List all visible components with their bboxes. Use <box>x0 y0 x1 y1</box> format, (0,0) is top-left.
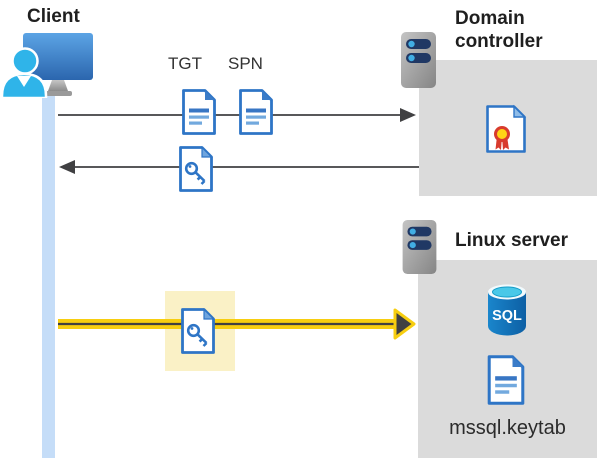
person-icon <box>2 47 48 98</box>
response-arrow-left <box>59 160 419 174</box>
key-glyph <box>184 161 206 185</box>
client-lifeline <box>42 92 55 458</box>
client-user-computer-icon <box>2 33 93 98</box>
kerberos-auth-arrow <box>58 308 416 340</box>
request-arrow-right <box>58 108 416 122</box>
monitor-base <box>46 91 72 96</box>
linux-server-label: Linux server <box>455 230 568 251</box>
keytab-filename-label: mssql.keytab <box>449 417 566 439</box>
arrowhead-left <box>59 160 75 174</box>
monitor-icon <box>23 33 93 80</box>
certificate-icon <box>486 104 527 153</box>
tgt-document-icon <box>182 89 216 135</box>
domain-controller-label: Domain controller <box>455 8 543 52</box>
spn-document-icon <box>239 89 273 135</box>
linux-server-icon <box>402 219 437 275</box>
arrowhead-right <box>400 108 416 122</box>
keytab-document-icon <box>487 355 525 405</box>
key-glyph <box>186 323 208 347</box>
domain-controller-server-icon <box>401 32 436 88</box>
spn-label: SPN <box>228 54 263 73</box>
key-ticket-document-icon <box>179 146 213 192</box>
sql-database-icon: SQL <box>488 284 526 336</box>
client-label: Client <box>27 6 80 27</box>
monitor-stand <box>48 80 68 91</box>
tgt-label: TGT <box>168 54 202 73</box>
kerberos-key-document-icon <box>181 308 215 354</box>
arrowhead-yellow <box>393 308 416 340</box>
sql-icon-label: SQL <box>492 308 522 324</box>
